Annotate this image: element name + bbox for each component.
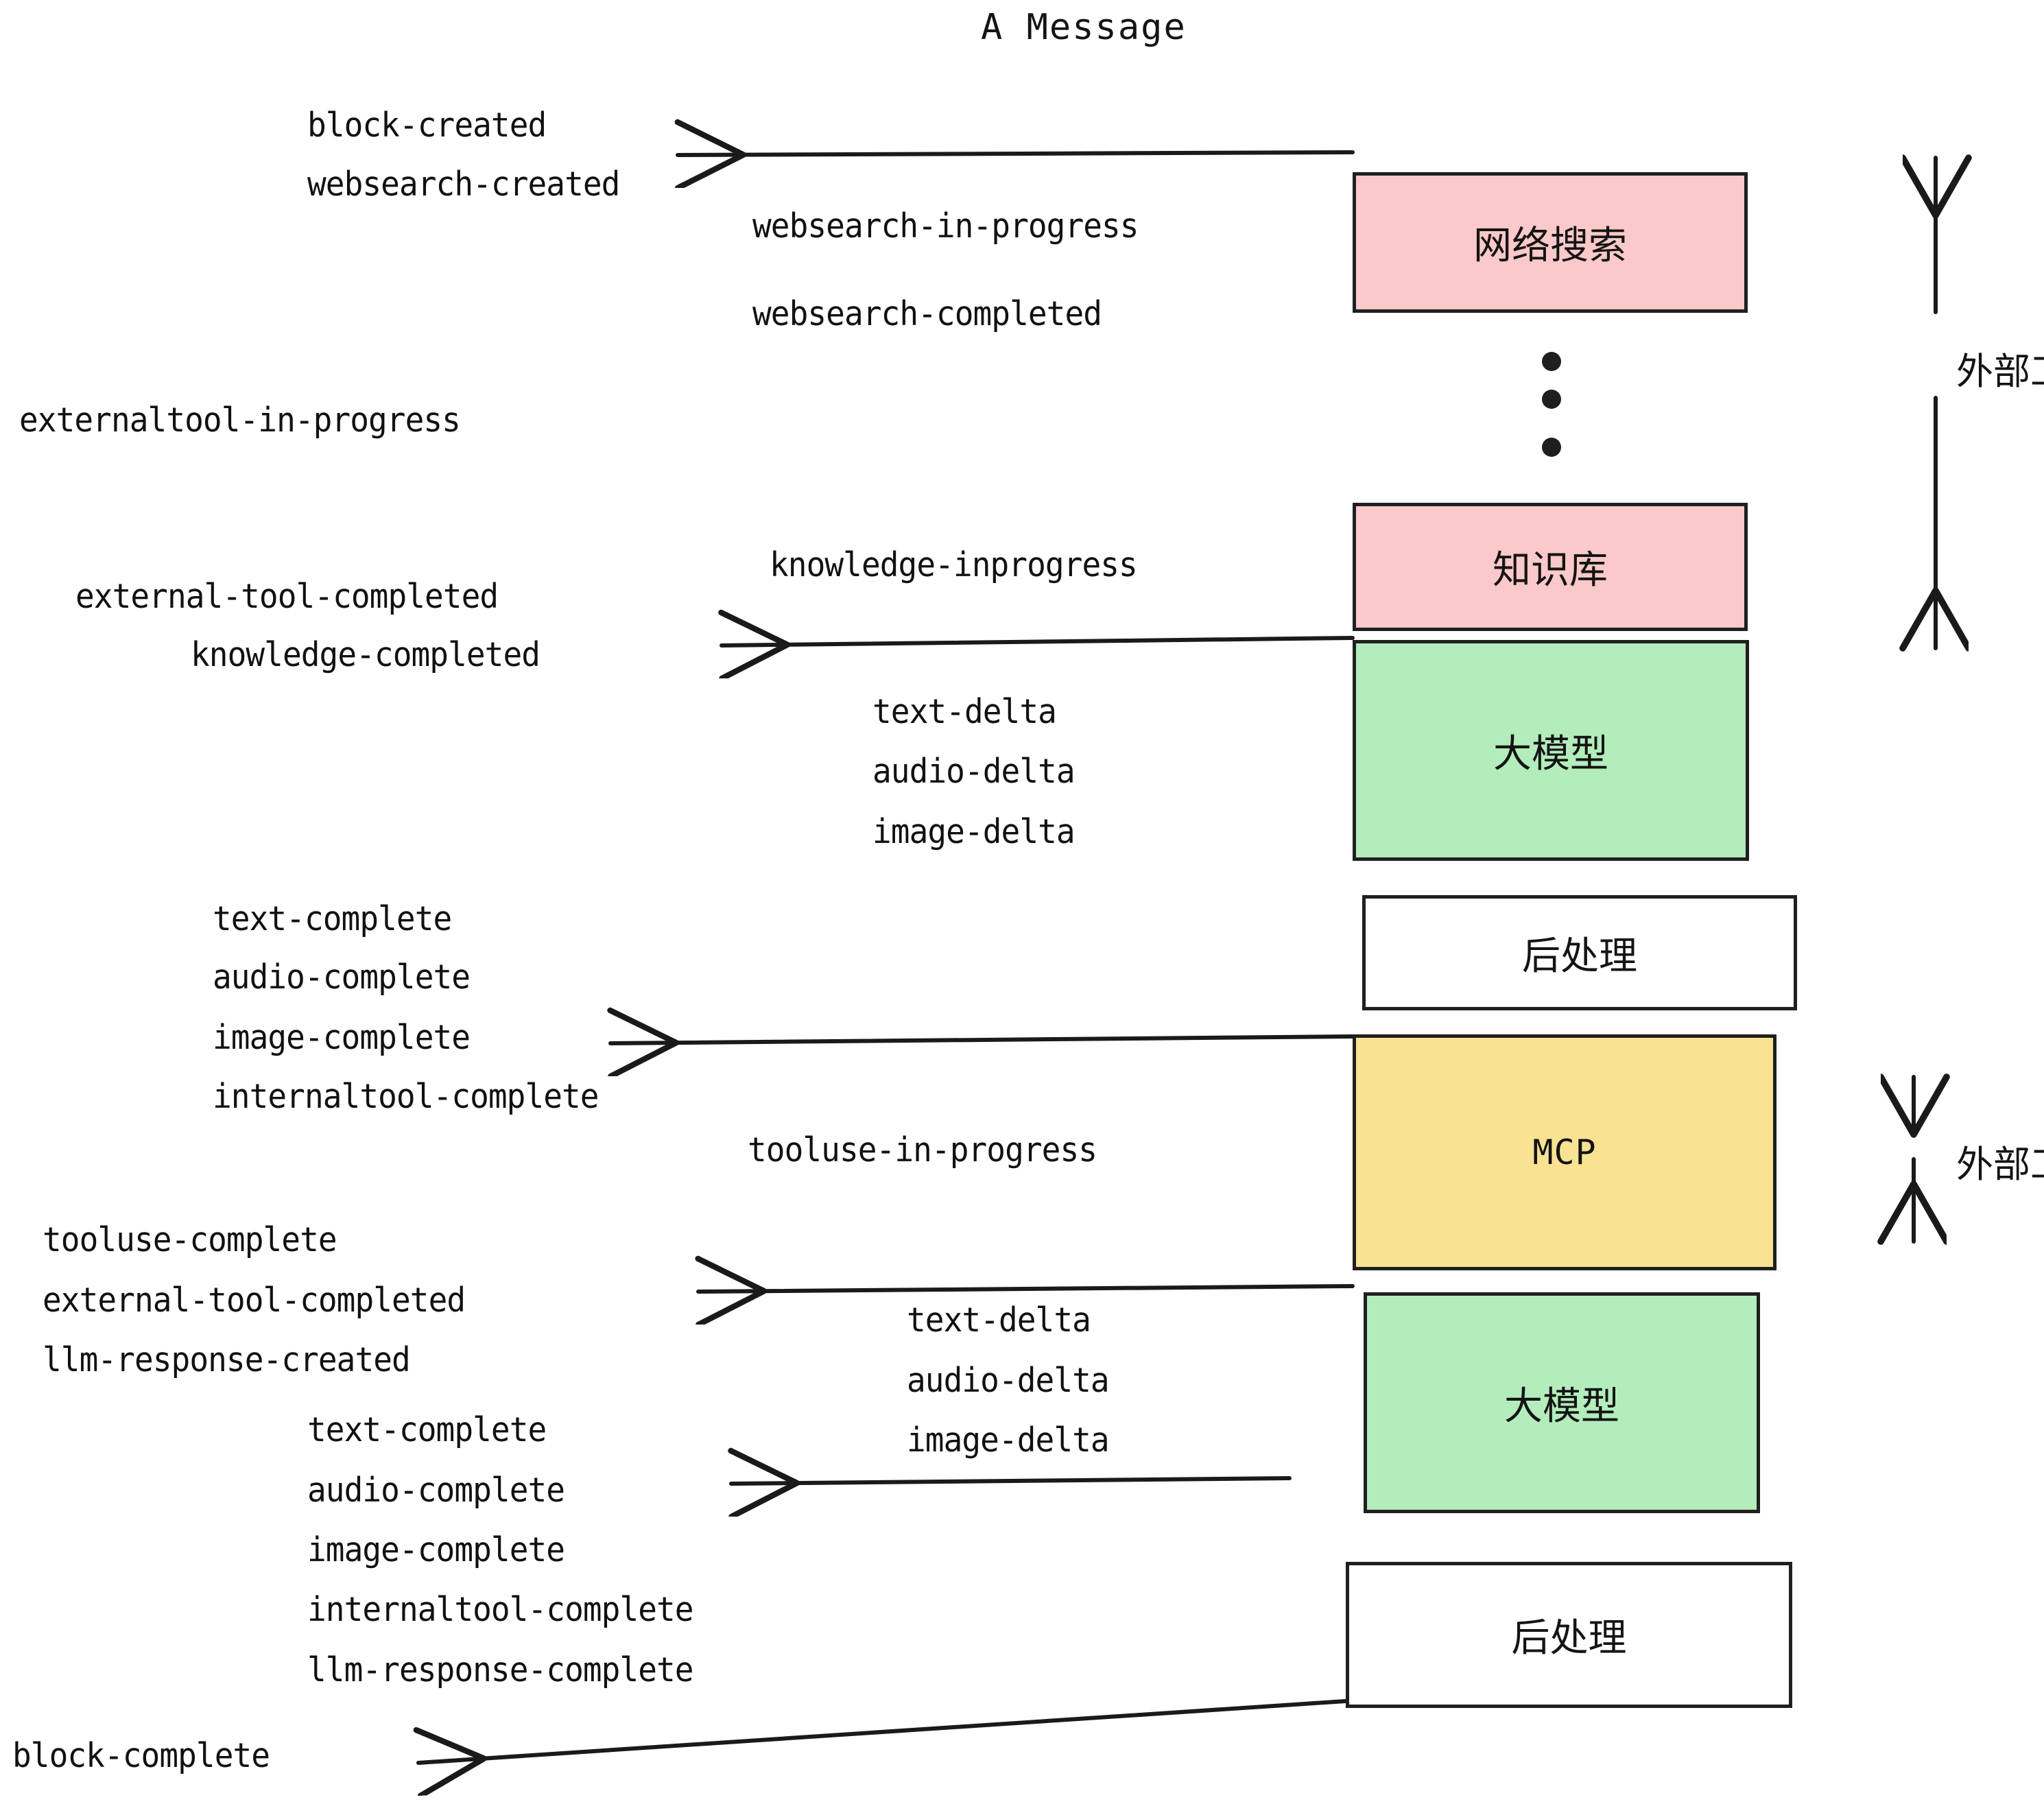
arrow-mcp-to-left	[610, 1036, 1355, 1043]
node-label-knowledge: 知识库	[1493, 548, 1608, 593]
event-label-websearch-in-progress: websearch-in-progress	[752, 206, 1139, 246]
event-arrows	[418, 152, 1355, 1763]
node-label-postprocess-2: 后处理	[1511, 1616, 1627, 1661]
node-llm-2[interactable]: 大模型	[1364, 1292, 1760, 1513]
event-label-tooluse-complete: tooluse-complete	[43, 1220, 337, 1259]
arrow-llm2b-to-left	[731, 1478, 1292, 1484]
vertical-ellipsis	[1542, 352, 1561, 457]
node-label-websearch: 网络搜索	[1473, 224, 1627, 268]
event-label-audio-delta-2: audio-delta	[907, 1361, 1110, 1400]
node-label-mcp: MCP	[1532, 1132, 1597, 1172]
event-label-websearch-created: websearch-created	[307, 165, 620, 204]
arrow-knowledge-to-left	[722, 638, 1355, 645]
page-title: A Message	[981, 7, 1187, 48]
node-websearch[interactable]: 网络搜索	[1353, 172, 1748, 313]
node-label-postprocess-1: 后处理	[1522, 934, 1637, 979]
arrow-post2-to-left	[418, 1699, 1348, 1763]
node-knowledge[interactable]: 知识库	[1353, 503, 1748, 631]
arrow-websearch-to-left	[678, 152, 1355, 155]
event-label-text-delta-1: text-delta	[872, 692, 1057, 731]
event-label-tooluse-in-progress: tooluse-in-progress	[748, 1130, 1097, 1170]
event-label-internaltool-complete-2: internaltool-complete	[307, 1590, 694, 1629]
node-postprocess-2[interactable]: 后处理	[1346, 1562, 1792, 1708]
event-label-image-complete-1: image-complete	[213, 1018, 471, 1057]
event-label-llm-response-created: llm-response-created	[43, 1340, 411, 1379]
node-label-llm-1: 大模型	[1493, 731, 1608, 776]
event-label-internaltool-complete-1: internaltool-complete	[213, 1077, 599, 1116]
event-label-external-tool-completed-2: external-tool-completed	[43, 1281, 466, 1320]
event-label-text-complete-2: text-complete	[307, 1410, 547, 1449]
event-label-image-delta-1: image-delta	[872, 812, 1076, 851]
event-label-audio-complete-1: audio-complete	[213, 958, 471, 997]
event-label-block-complete: block-complete	[12, 1736, 270, 1775]
side-label-external-tools-bottom: 外部工具	[1956, 1143, 2044, 1186]
ellipsis-dot-2	[1542, 390, 1561, 409]
ellipsis-dot-3	[1542, 438, 1561, 457]
event-label-llm-response-complete: llm-response-complete	[307, 1650, 694, 1689]
event-label-block-created: block-created	[307, 106, 547, 145]
event-label-audio-complete-2: audio-complete	[307, 1471, 565, 1510]
event-label-text-delta-2: text-delta	[907, 1301, 1091, 1340]
node-label-llm-2: 大模型	[1504, 1384, 1619, 1429]
event-label-external-tool-completed-1: external-tool-completed	[75, 577, 499, 616]
node-mcp[interactable]: MCP	[1353, 1034, 1776, 1270]
node-postprocess-1[interactable]: 后处理	[1362, 895, 1797, 1010]
event-label-text-complete-1: text-complete	[213, 899, 452, 938]
event-label-knowledge-inprogress: knowledge-inprogress	[770, 545, 1138, 584]
ellipsis-dot-1	[1542, 352, 1561, 371]
event-label-knowledge-completed: knowledge-completed	[191, 635, 540, 674]
node-llm-1[interactable]: 大模型	[1353, 640, 1749, 861]
event-label-image-delta-2: image-delta	[907, 1421, 1110, 1460]
external-tool-range-arrows	[1914, 158, 1936, 1242]
event-label-externaltool-in-progress: externaltool-in-progress	[19, 401, 461, 440]
event-label-websearch-completed: websearch-completed	[752, 294, 1102, 333]
event-label-image-complete-2: image-complete	[307, 1530, 565, 1569]
arrow-llm2-to-left	[698, 1286, 1355, 1292]
side-label-external-tools-top: 外部工具	[1956, 350, 2044, 393]
event-label-audio-delta-1: audio-delta	[872, 752, 1076, 791]
